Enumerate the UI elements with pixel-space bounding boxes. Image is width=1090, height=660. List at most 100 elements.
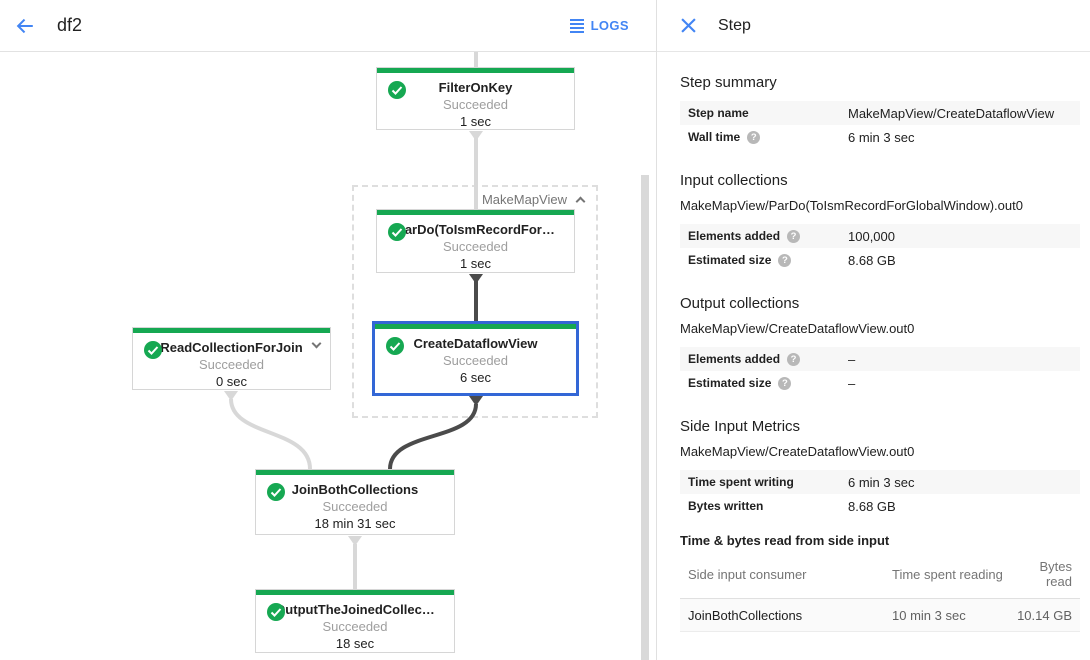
node-title: ReadCollectionForJoin [160, 340, 303, 355]
row-estimated-size: Estimated size? 8.68 GB [680, 248, 1080, 272]
row-step-name: Step name MakeMapView/CreateDataflowView [680, 101, 1080, 125]
node-status: Succeeded [442, 97, 509, 112]
check-circle-icon [267, 603, 285, 621]
row-value: 8.68 GB [848, 498, 896, 514]
graph-edges [224, 52, 483, 589]
group-makemapview-header[interactable]: MakeMapView [481, 192, 586, 207]
node-status-bar [256, 470, 454, 475]
help-icon[interactable]: ? [747, 130, 761, 144]
output-collections-rows: Elements added? – Estimated size? – [680, 347, 1080, 395]
row-label: Estimated size? [680, 253, 848, 267]
row-label: Time spent writing [688, 475, 794, 489]
column-header-bytes: Bytes read [1039, 559, 1072, 589]
panel-header: Step [657, 0, 1090, 52]
help-icon[interactable]: ? [778, 376, 792, 390]
node-status-bar [133, 328, 330, 333]
row-time-spent-writing: Time spent writing 6 min 3 sec [680, 470, 1080, 494]
row-value: 6 min 3 sec [848, 474, 915, 490]
row-value: 100,000 [848, 228, 895, 244]
node-readcollectionforjoin[interactable]: ReadCollectionForJoin Succeeded 0 sec [132, 327, 331, 390]
close-panel-button[interactable] [675, 13, 701, 39]
panel-title: Step [718, 16, 751, 34]
input-collections-rows: Elements added? 100,000 Estimated size? … [680, 224, 1080, 272]
node-status-bar [256, 590, 454, 595]
node-status-bar [377, 68, 574, 73]
log-lines-icon [569, 18, 584, 33]
row-label: Wall time? [680, 130, 848, 144]
row-label: Elements added? [680, 229, 848, 243]
node-title: FilterOnKey [438, 80, 513, 95]
help-icon[interactable]: ? [778, 253, 792, 267]
close-icon [680, 18, 696, 33]
check-circle-icon [267, 483, 285, 501]
node-status: Succeeded [322, 499, 388, 514]
node-time: 18 min 31 sec [314, 516, 396, 531]
check-circle-icon [388, 81, 406, 99]
input-collection-name: MakeMapView/ParDo(ToIsmRecordForGlobalWi… [680, 198, 1023, 213]
row-label: Elements added? [680, 352, 848, 366]
row-elements-added: Elements added? 100,000 [680, 224, 1080, 248]
row-label: Bytes written [688, 499, 764, 513]
node-title: ParDo(ToIsmRecordFor… [396, 222, 555, 237]
cell-consumer: JoinBothCollections [688, 607, 803, 623]
column-header-consumer: Side input consumer [688, 566, 807, 582]
node-title: CreateDataflowView [413, 336, 538, 351]
job-title: df2 [57, 15, 83, 35]
table-row: JoinBothCollections 10 min 3 sec 10.14 G… [680, 599, 1080, 632]
graph-scrollbar[interactable] [641, 175, 649, 660]
row-label: Estimated size? [680, 376, 848, 390]
node-createdataflowview[interactable]: CreateDataflowView Succeeded 6 sec [372, 321, 579, 396]
node-status: Succeeded [442, 239, 509, 254]
side-input-collection-name: MakeMapView/CreateDataflowView.out0 [680, 444, 915, 459]
pipeline-graph: MakeMapView [0, 52, 656, 660]
node-time: 0 sec [215, 374, 248, 389]
arrow-left-icon [16, 18, 33, 33]
back-button[interactable] [10, 11, 40, 41]
top-bar: df2 LOGS [0, 0, 656, 52]
check-circle-icon [386, 337, 404, 355]
group-label: MakeMapView [481, 192, 567, 207]
node-pardo-toismrecord[interactable]: ParDo(ToIsmRecordFor… Succeeded 1 sec [376, 209, 575, 273]
step-summary-rows: Step name MakeMapView/CreateDataflowView… [680, 101, 1080, 149]
node-status: Succeeded [322, 619, 388, 634]
row-value: 6 min 3 sec [848, 129, 915, 145]
node-status-bar [377, 210, 574, 215]
check-circle-icon [144, 341, 162, 359]
node-status: Succeeded [198, 357, 265, 372]
check-circle-icon [388, 223, 406, 241]
node-title: JoinBothCollections [291, 482, 419, 497]
node-status: Succeeded [442, 353, 509, 368]
section-heading-step-summary: Step summary [680, 74, 777, 91]
output-collection-name: MakeMapView/CreateDataflowView.out0 [680, 321, 915, 336]
side-input-metrics-rows: Time spent writing 6 min 3 sec Bytes wri… [680, 470, 1080, 518]
cell-time: 10 min 3 sec [892, 607, 966, 623]
node-joinbothcollections[interactable]: JoinBothCollections Succeeded 18 min 31 … [255, 469, 455, 535]
node-outputthejoinedcollection[interactable]: OutputTheJoinedCollec… Succeeded 18 sec [255, 589, 455, 653]
section-heading-side-input-metrics: Side Input Metrics [680, 418, 801, 435]
row-elements-added: Elements added? – [680, 347, 1080, 371]
row-wall-time: Wall time? 6 min 3 sec [680, 125, 1080, 149]
row-value: MakeMapView/CreateDataflowView [848, 105, 1055, 121]
row-label: Step name [688, 106, 749, 120]
panel-body: Step summary Step name MakeMapView/Creat… [657, 52, 1090, 632]
row-value: – [848, 351, 856, 367]
node-time: 6 sec [459, 370, 492, 385]
node-time: 18 sec [335, 636, 375, 651]
row-value: – [848, 375, 856, 391]
column-header-time: Time spent reading [892, 566, 1003, 582]
node-time: 1 sec [459, 256, 492, 271]
section-heading-input-collections: Input collections [680, 172, 788, 189]
logs-button[interactable]: LOGS [569, 18, 629, 33]
section-heading-output-collections: Output collections [680, 295, 800, 312]
row-estimated-size: Estimated size? – [680, 371, 1080, 395]
node-time: 1 sec [459, 114, 492, 129]
step-detail-panel: Step Step summary Step name MakeMapView/… [656, 0, 1090, 660]
help-icon[interactable]: ? [787, 352, 801, 366]
logs-button-label: LOGS [590, 18, 629, 33]
node-status-bar [375, 324, 576, 329]
node-filteronkey[interactable]: FilterOnKey Succeeded 1 sec [376, 67, 575, 130]
table-header-row: Side input consumer Time spent reading B… [680, 552, 1080, 599]
help-icon[interactable]: ? [787, 229, 801, 243]
table-heading-side-input-read: Time & bytes read from side input [680, 533, 890, 548]
